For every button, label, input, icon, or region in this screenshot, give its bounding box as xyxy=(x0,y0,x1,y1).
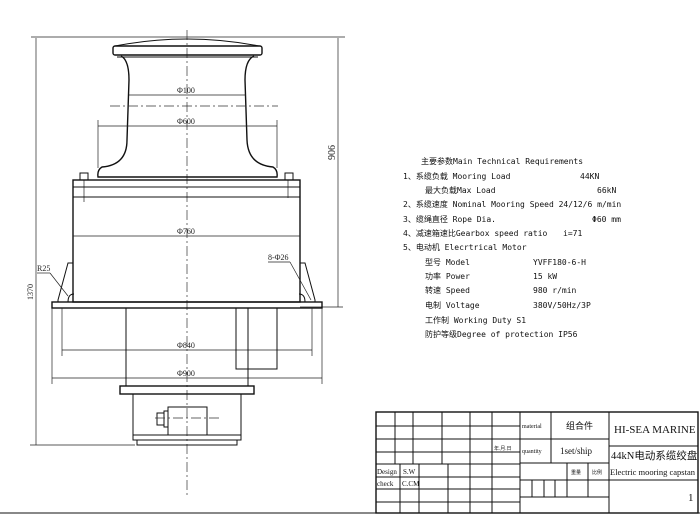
req-value: 980 r/min xyxy=(533,286,577,295)
req-value: 44KN xyxy=(580,172,599,181)
base-plate xyxy=(51,301,323,309)
fillet-right xyxy=(298,293,306,303)
weight-label: 重量 xyxy=(571,469,581,476)
title-block-frame xyxy=(375,411,699,514)
title-block: 年.月.日 Design S.W check C.CM material 组合件… xyxy=(375,411,699,514)
req-value: i=71 xyxy=(563,229,582,238)
dim-d760: Φ760 xyxy=(177,227,195,236)
dim-holes: 8-Φ26 xyxy=(268,253,289,262)
req-label: 2、系缆速度 Nominal Mooring Speed 24/12/6 m/m… xyxy=(403,199,621,209)
check-label: check xyxy=(377,480,394,488)
drawing-title-cn: 44kN电动系缆绞盘 xyxy=(611,449,698,462)
quantity-value: 1set/ship xyxy=(560,446,593,456)
holes-leader xyxy=(289,261,312,301)
bracket-left xyxy=(57,262,73,302)
dim-r25: R25 xyxy=(37,264,50,273)
dim-906: 906 xyxy=(327,145,338,160)
dome-cap xyxy=(114,38,260,47)
req-label: 转速 Speed xyxy=(425,285,470,295)
technical-requirements: 主要参数Main Technical Requirements 1、系缆负载 M… xyxy=(403,156,621,339)
dim-d900: Φ900 xyxy=(177,369,195,378)
scale-label: 比例 xyxy=(592,469,602,476)
design-label: Design xyxy=(377,468,397,476)
req-value: 380V/50Hz/3P xyxy=(533,301,591,310)
dim-d600: Φ600 xyxy=(177,117,195,126)
req-label: 3、缆绳直径 Rope Dia. xyxy=(403,214,496,224)
dim-d840: Φ840 xyxy=(177,341,195,350)
bolt-right xyxy=(284,172,294,181)
dim-d100: Φ100 xyxy=(177,86,195,95)
design-name: S.W xyxy=(403,468,416,476)
title-block-grid xyxy=(376,412,698,513)
drawing-title-en: Electric mooring capstan xyxy=(610,467,696,477)
terminal-box xyxy=(167,406,208,436)
cable-gland xyxy=(156,412,165,426)
req-value: 15 kW xyxy=(533,272,557,281)
top-flange xyxy=(112,45,263,56)
dim-1370: 1370 xyxy=(26,284,35,300)
bolt-left xyxy=(79,172,89,181)
req-label: 5、电动机 Elecrtrical Motor xyxy=(403,242,527,252)
r25-leader xyxy=(49,272,69,297)
motor-box xyxy=(235,307,278,370)
fillet-left xyxy=(67,293,75,303)
req-label: 型号 Model xyxy=(425,258,470,267)
company-name: HI-SEA MARINE xyxy=(614,424,696,436)
requirements-title: 主要参数Main Technical Requirements xyxy=(421,156,583,166)
gearbox-housing xyxy=(72,179,301,303)
sheet-number: 1 xyxy=(688,492,694,504)
req-label: 工作制 Working Duty S1 xyxy=(425,315,526,325)
req-label: 1、系缆负载 Mooring Load xyxy=(403,171,511,181)
req-value: YVFF180-6-H xyxy=(533,258,586,267)
req-value: Φ60 mm xyxy=(592,215,621,224)
req-label: 防护等级Degree of protection IP56 xyxy=(425,329,578,339)
req-label: 最大负载Max Load xyxy=(425,185,496,195)
material-label: material xyxy=(522,424,542,430)
req-value: 66kN xyxy=(597,186,616,195)
material-value: 组合件 xyxy=(566,420,593,431)
req-label: 电制 Voltage xyxy=(425,300,480,310)
check-name: C.CM xyxy=(402,480,420,488)
bracket-right xyxy=(300,262,316,302)
gland-nut xyxy=(163,410,169,428)
quantity-label: quantity xyxy=(522,449,542,455)
motor-bottom-plate xyxy=(136,439,238,446)
req-label: 4、减速箱速比Gearbox speed ratio xyxy=(403,228,548,238)
req-label: 功率 Power xyxy=(425,271,470,281)
date-label: 年.月.日 xyxy=(494,445,512,452)
